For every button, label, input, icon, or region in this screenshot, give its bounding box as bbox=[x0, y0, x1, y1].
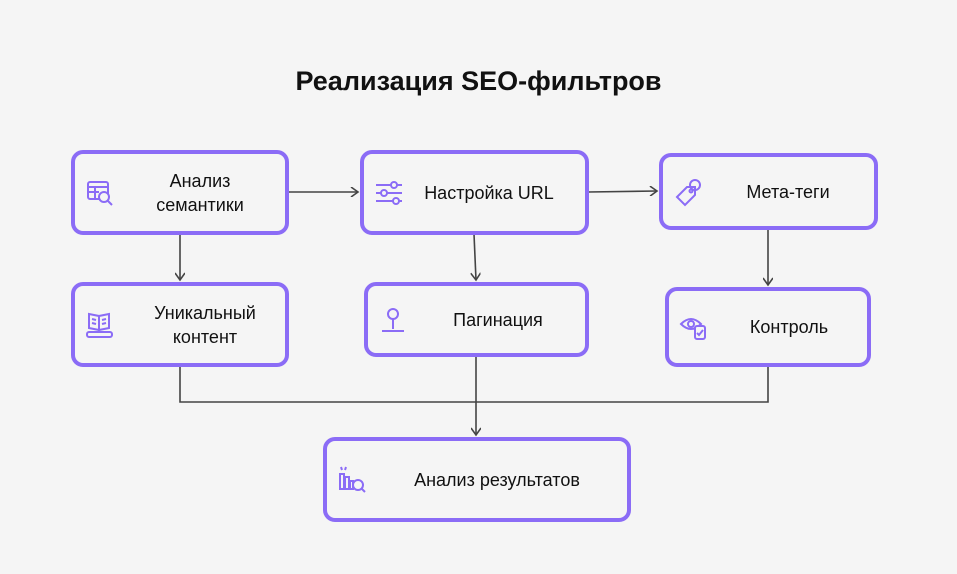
node-meta: Мета-теги bbox=[659, 153, 878, 230]
node-label: Мета-теги bbox=[746, 181, 830, 202]
line-content-merge bbox=[179, 366, 476, 403]
sliders-icon bbox=[376, 180, 402, 205]
node-semantics: Анализ семантики bbox=[71, 150, 289, 235]
node-url: Настройка URL bbox=[360, 150, 589, 235]
table-search-icon bbox=[87, 180, 113, 206]
node-pagination: Пагинация bbox=[364, 282, 589, 357]
arrow-url-meta bbox=[587, 191, 657, 192]
tag-icon bbox=[675, 178, 701, 206]
diagram-title: Реализация SEO-фильтров bbox=[295, 66, 662, 96]
open-book-icon bbox=[86, 312, 113, 338]
node-label: Настройка URL bbox=[424, 182, 554, 203]
node-label: Контроль bbox=[749, 317, 829, 337]
node-label: Пагинация bbox=[453, 309, 543, 330]
chart-search-icon bbox=[339, 466, 366, 493]
node-results: Анализ результатов bbox=[323, 437, 631, 522]
node-label: Анализ семантики bbox=[156, 170, 244, 215]
line-control-merge bbox=[476, 366, 769, 403]
eye-clipboard-icon bbox=[679, 318, 706, 340]
node-label: Уникальный контент bbox=[154, 302, 256, 347]
arrow-url-pagination bbox=[474, 233, 476, 280]
pin-icon bbox=[382, 307, 404, 332]
node-content: Уникальный контент bbox=[71, 282, 289, 367]
node-control: Контроль bbox=[665, 287, 871, 367]
node-label: Анализ результатов bbox=[414, 469, 580, 490]
